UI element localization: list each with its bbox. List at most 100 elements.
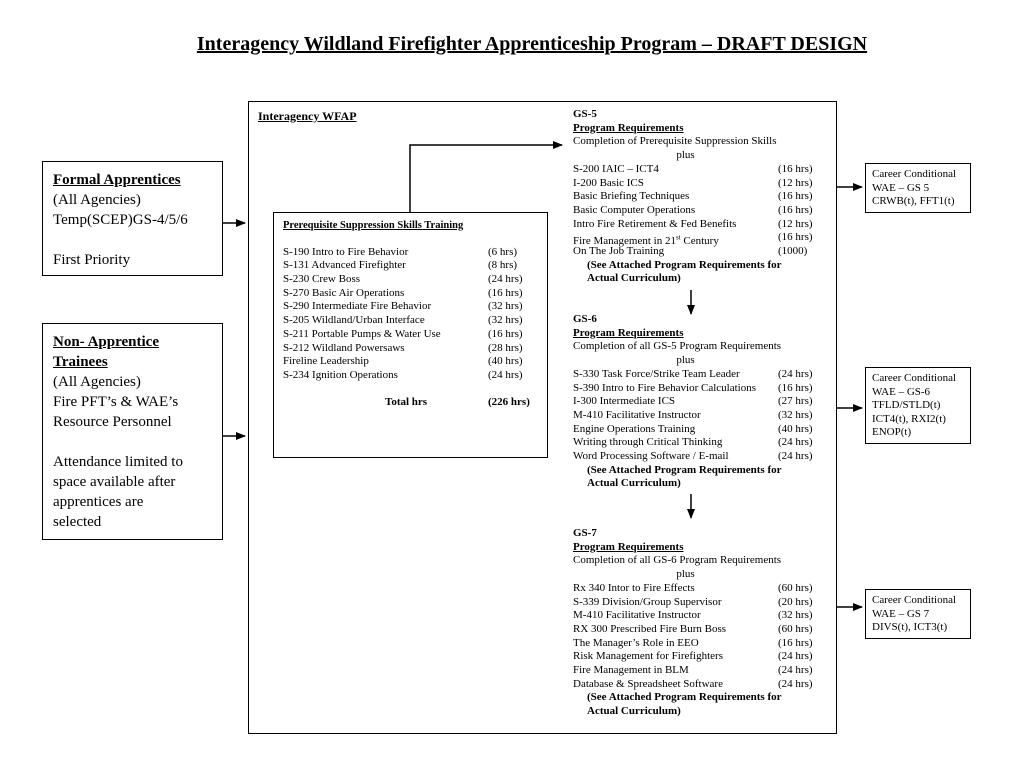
course-name: Database & Spreadsheet Software [573, 677, 723, 690]
course-hours: (24 hrs) [778, 677, 813, 690]
non-apprentice-line: Fire PFT’s & WAE’s [53, 394, 179, 410]
career-line: Career Conditional [872, 594, 957, 606]
course-hours: (16 hrs) [778, 636, 813, 649]
gs6-grade: GS-6 [573, 313, 597, 325]
course-hours: (32 hrs) [778, 609, 813, 622]
course-name: S-230 Crew Boss [283, 273, 361, 286]
course-hours: (16 hrs) [778, 203, 813, 216]
course-row: Fire Management in 21st Century(16 hrs) [573, 231, 823, 247]
course-row: Basic Briefing Techniques(16 hrs) [573, 190, 823, 204]
course-row: M-410 Facilitative Instructor(32 hrs) [573, 609, 823, 623]
course-name: RX 300 Prescribed Fire Burn Boss [573, 622, 727, 635]
non-apprentice-heading: Trainees [53, 354, 108, 370]
course-row: S-200 IAIC – ICT4(16 hrs) [573, 163, 823, 177]
course-name: S-200 IAIC – ICT4 [573, 162, 659, 175]
career-line: WAE – GS 7 [872, 607, 930, 620]
course-hours: (16 hrs) [778, 231, 813, 244]
course-row: Fire Management in BLM(24 hrs) [573, 664, 823, 678]
course-name: S-339 Division/Group Supervisor [573, 595, 722, 608]
course-row: M-410 Facilitative Instructor(32 hrs) [573, 409, 823, 423]
course-row: Risk Management for Firefighters(24 hrs) [573, 650, 823, 664]
non-apprentice-note: Attendance limited to [53, 454, 183, 470]
course-row: Basic Computer Operations(16 hrs) [573, 204, 823, 218]
page-title: Interagency Wildland Firefighter Apprent… [196, 33, 868, 55]
course-hours: (20 hrs) [778, 595, 813, 608]
course-name: Word Processing Software / E-mail [573, 449, 729, 462]
gs6-completion: Completion of all GS-5 Program Requireme… [573, 340, 782, 353]
course-name: Writing through Critical Thinking [573, 436, 723, 449]
gs5-block: GS-5 Program Requirements Completion of … [573, 108, 823, 286]
gs5-completion: Completion of Prerequisite Suppression S… [573, 135, 777, 148]
course-name: S-205 Wildland/Urban Interface [283, 314, 425, 327]
course-hours: (28 hrs) [488, 341, 523, 354]
course-hours: (24 hrs) [488, 368, 523, 381]
course-name-part: Century [680, 234, 719, 247]
course-hours: (6 hrs) [488, 245, 518, 258]
career-line: TFLD/STLD(t) [872, 399, 941, 411]
career-gs5-box: Career Conditional WAE – GS 5 CRWB(t), F… [865, 163, 971, 213]
course-hours: (40 hrs) [488, 355, 523, 368]
prereq-course-list: S-190 Intro to Fire Behavior(6 hrs)S-131… [283, 246, 538, 383]
formal-apprentices-heading: Formal Apprentices [53, 172, 181, 188]
course-hours: (16 hrs) [778, 190, 813, 203]
course-name: S-270 Basic Air Operations [283, 286, 405, 299]
career-line: Career Conditional [872, 372, 957, 384]
course-name: S-234 Ignition Operations [283, 368, 398, 381]
formal-apprentices-line: Temp(SCEP)GS-4/5/6 [53, 212, 188, 228]
course-row: S-290 Intermediate Fire Behavior(32 hrs) [283, 300, 538, 314]
gs6-course-list: S-330 Task Force/Strike Team Leader (24 h… [573, 368, 823, 464]
career-line: DIVS(t), ICT3(t) [872, 621, 948, 633]
course-row: I-200 Basic ICS(12 hrs) [573, 177, 823, 191]
gs7-req-label: Program Requirements [573, 540, 684, 553]
course-row: Writing through Critical Thinking(24 hrs… [573, 436, 823, 450]
gs5-req-label: Program Requirements [573, 121, 684, 134]
gs6-note: Actual Curriculum) [587, 477, 681, 490]
course-row: Rx 340 Intor to Fire Effects(60 hrs) [573, 582, 823, 596]
course-row: S-205 Wildland/Urban Interface(32 hrs) [283, 314, 538, 328]
career-gs6-box: Career Conditional WAE – GS-6 TFLD/STLD(… [865, 367, 971, 444]
course-hours: (60 hrs) [778, 622, 813, 635]
gs6-plus: plus [676, 354, 695, 367]
gs7-grade: GS-7 [573, 527, 597, 539]
course-row: I-300 Intermediate ICS(27 hrs) [573, 395, 823, 409]
course-hours: (24 hrs) [488, 273, 523, 286]
non-apprentice-note: selected [53, 514, 102, 530]
course-hours: (32 hrs) [488, 300, 523, 313]
career-gs7-box: Career Conditional WAE – GS 7 DIVS(t), I… [865, 589, 971, 639]
course-hours: (24 hrs) [778, 449, 813, 462]
wfap-box: Interagency WFAP [248, 101, 837, 734]
course-row: Engine Operations Training(40 hrs) [573, 423, 823, 437]
prereq-heading: Prerequisite Suppression Skills Training [283, 220, 464, 231]
non-apprentice-note: apprentices are [53, 494, 144, 510]
course-hours: (16 hrs) [778, 381, 813, 394]
course-hours: (16 hrs) [488, 327, 523, 340]
gs7-block: GS-7 Program Requirements Completion of … [573, 527, 823, 719]
prereq-total-hrs: (226 hrs) [488, 395, 530, 408]
gs5-note: Actual Curriculum) [587, 272, 681, 285]
course-name: Intro Fire Retirement & Fed Benefits [573, 217, 737, 230]
course-name: Fireline Leadership [283, 355, 369, 368]
gs7-note: Actual Curriculum) [587, 705, 681, 718]
gs7-completion: Completion of all GS-6 Program Requireme… [573, 554, 782, 567]
career-line: CRWB(t), FFT1(t) [872, 195, 955, 207]
course-hours: (24 hrs) [778, 367, 813, 380]
gs7-plus: plus [676, 568, 695, 581]
course-name: S-390 Intro to Fire Behavior Calculation… [573, 381, 756, 394]
arrow-prereq-to-gs5 [409, 141, 563, 212]
gs7-course-list: Rx 340 Intor to Fire Effects(60 hrs)S-33… [573, 582, 823, 692]
course-row: S-234 Ignition Operations (24 hrs) [283, 369, 538, 383]
course-hours: (12 hrs) [778, 217, 813, 230]
course-name: S-330 Task Force/Strike Team Leader [573, 367, 740, 380]
course-row: Fireline Leadership (40 hrs) [283, 355, 538, 369]
gs6-block: GS-6 Program Requirements Completion of … [573, 313, 823, 491]
course-row: On The Job Training(1000) [573, 245, 823, 259]
gs5-plus: plus [676, 149, 695, 162]
non-apprentice-box: Non- Apprentice Trainees (All Agencies) … [42, 323, 223, 540]
course-hours: (40 hrs) [778, 422, 813, 435]
non-apprentice-line: Resource Personnel [53, 414, 172, 430]
course-row: S-211 Portable Pumps & Water Use(16 hrs) [283, 328, 538, 342]
course-row: Database & Spreadsheet Software (24 hrs) [573, 678, 823, 692]
course-row: S-390 Intro to Fire Behavior Calculation… [573, 382, 823, 396]
course-hours: (16 hrs) [488, 286, 523, 299]
